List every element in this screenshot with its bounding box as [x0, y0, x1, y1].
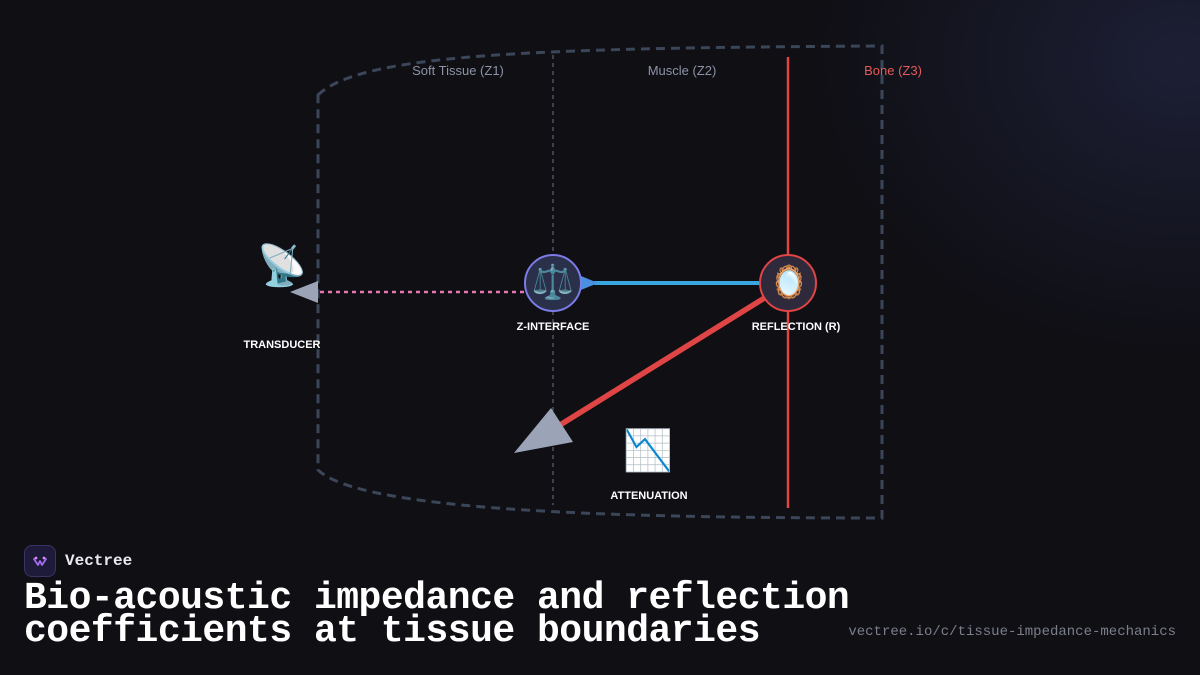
chart-decreasing-icon: 📉 [623, 427, 673, 474]
balance-scale-icon: ⚖️ [532, 263, 574, 303]
reflected-beam-arrowhead [514, 408, 573, 453]
attenuation-label: ATTENUATION [610, 490, 687, 502]
incident-beam-tail [581, 276, 598, 290]
brand: Vectree [24, 544, 132, 578]
brand-name: Vectree [65, 552, 133, 570]
reflection-label: REFLECTION (R) [752, 321, 841, 333]
satellite-dish-icon: 📡 [257, 240, 307, 289]
reflected-beam [558, 294, 768, 428]
tissue-boundary [316, 44, 884, 520]
zone-label-bone: Bone (Z3) [864, 63, 922, 78]
zone-label-soft-tissue: Soft Tissue (Z1) [412, 63, 504, 78]
z-interface-label: Z-INTERFACE [517, 321, 590, 333]
vectree-logo-icon [24, 545, 56, 577]
source-url[interactable]: vectree.io/c/tissue-impedance-mechanics [848, 624, 1176, 640]
page-title: Bio-acoustic impedance and reflection co… [24, 577, 850, 653]
zone-label-muscle: Muscle (Z2) [648, 63, 717, 78]
transducer-label: TRANSDUCER [244, 339, 321, 351]
mirror-icon: 🪞 [769, 263, 809, 301]
z-interface-node [524, 254, 582, 312]
return-echo-arrowhead [290, 281, 318, 303]
reflection-node [759, 254, 817, 312]
